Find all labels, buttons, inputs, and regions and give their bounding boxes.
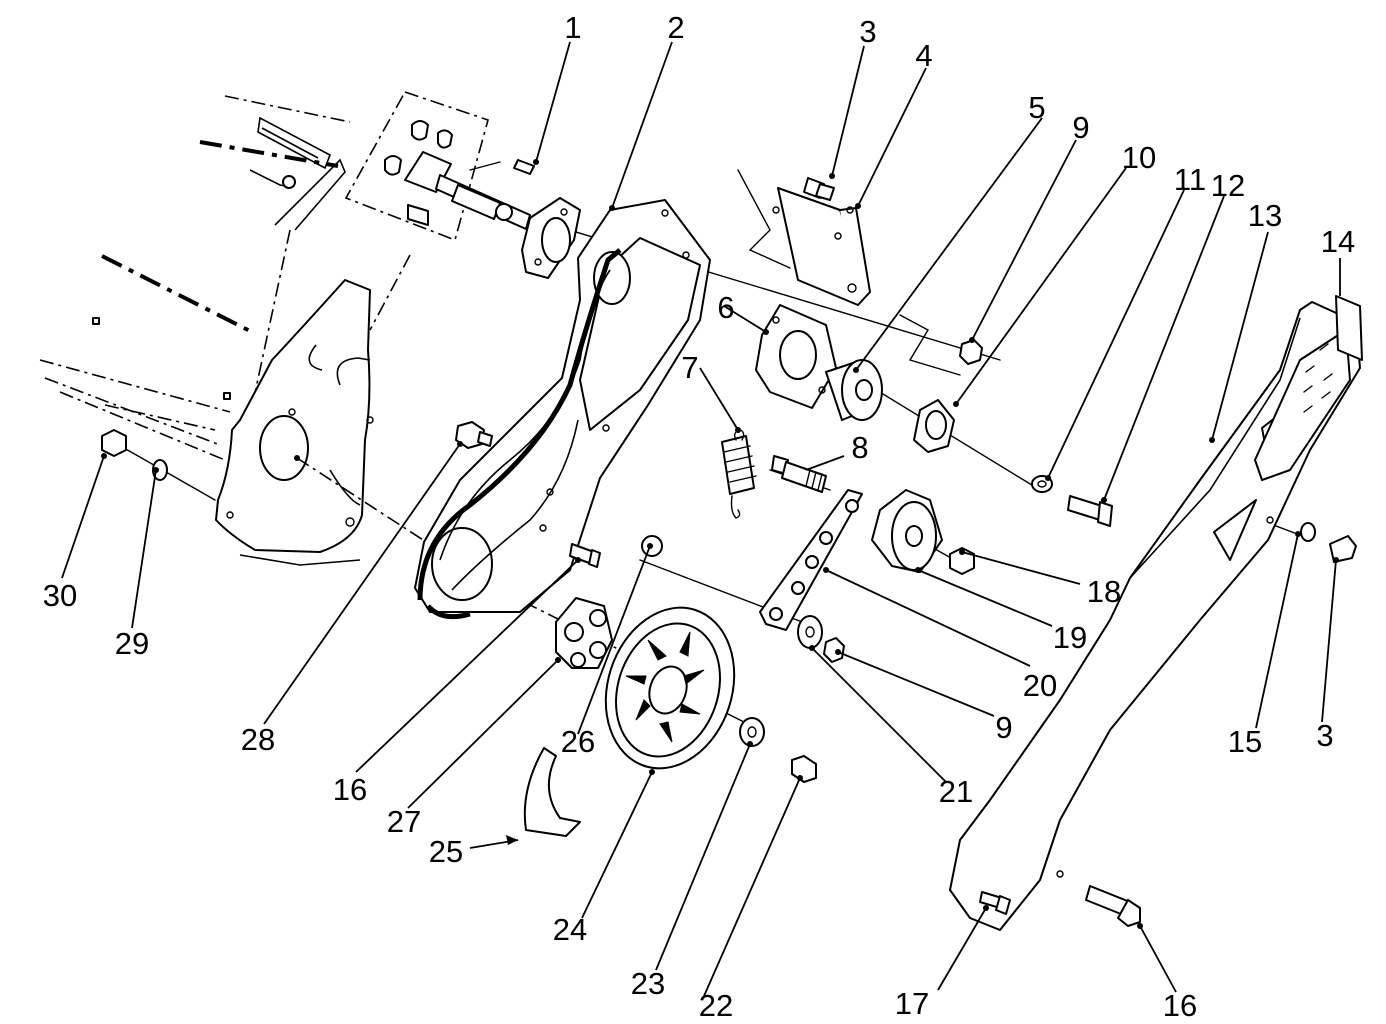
callout-15: 15 (1228, 724, 1262, 759)
belt-guard-cover (949, 301, 1361, 931)
callout-30: 30 (43, 578, 77, 613)
washer-21 (797, 615, 823, 649)
bearing-flange-left (521, 197, 581, 279)
mounting-bracket (737, 169, 871, 306)
callout-23: 23 (631, 966, 665, 1001)
callout-2: 2 (667, 10, 684, 45)
frame-housing (39, 95, 411, 566)
bearing-flange (755, 304, 837, 409)
callout-20: 20 (1023, 668, 1057, 703)
callout-10: 10 (1122, 140, 1156, 175)
callout-16-left: 16 (333, 772, 367, 807)
callout-7: 7 (681, 350, 698, 385)
callout-14: 14 (1321, 224, 1355, 259)
callout-21: 21 (939, 774, 973, 809)
callout-6: 6 (717, 290, 734, 325)
washer-23 (739, 717, 765, 747)
pulley-washer (913, 399, 955, 453)
bolt-12 (1067, 495, 1113, 527)
callout-22: 22 (699, 988, 733, 1023)
bolt-16-left (569, 543, 601, 568)
callout-11: 11 (1174, 162, 1206, 197)
callout-9-top: 9 (1072, 110, 1089, 145)
callout-26: 26 (561, 724, 595, 759)
callout-1: 1 (564, 10, 581, 45)
callout-3-top: 3 (859, 14, 876, 49)
callout-12: 12 (1211, 168, 1245, 203)
callout-18: 18 (1087, 574, 1121, 609)
washer-15 (1300, 522, 1316, 542)
bolt-16-right (1085, 885, 1141, 927)
callout-3-right: 3 (1316, 718, 1333, 753)
screw-17 (979, 891, 1011, 915)
idler-pulley (871, 489, 943, 573)
callout-17: 17 (895, 986, 929, 1021)
pulley-hub (825, 359, 883, 421)
callout-27: 27 (387, 804, 421, 839)
callout-8: 8 (851, 430, 868, 465)
leader-dots (101, 159, 1339, 929)
callout-13: 13 (1248, 198, 1282, 233)
drive-housing-plate (414, 199, 711, 613)
sprocket-hub (555, 597, 613, 669)
nut-22 (791, 755, 817, 783)
callout-24: 24 (553, 912, 587, 947)
bolt-28 (455, 421, 493, 449)
callout-19: 19 (1053, 620, 1087, 655)
callout-25: 25 (429, 834, 463, 869)
pivot-bolt (771, 455, 827, 493)
tension-spring (721, 429, 757, 519)
nut-9-lower (823, 637, 845, 663)
callout-16-right: 16 (1163, 988, 1197, 1023)
callout-4: 4 (915, 38, 932, 73)
drive-belt (417, 248, 622, 620)
belt-guard-clip (523, 747, 581, 837)
nut-30 (101, 429, 127, 457)
nut-top (899, 314, 983, 376)
callout-5: 5 (1028, 90, 1045, 125)
callout-29: 29 (115, 626, 149, 661)
idler-arm (759, 489, 863, 631)
drive-pulley (604, 606, 736, 770)
callout-labels: 1 2 3 4 5 9 10 11 12 13 14 6 7 8 18 19 2… (43, 10, 1355, 1023)
leader-lines (61, 41, 1341, 997)
callout-28: 28 (241, 722, 275, 757)
callout-9-lower: 9 (995, 710, 1012, 745)
decal-14 (1335, 295, 1363, 361)
axle-shaft-group (344, 91, 535, 242)
